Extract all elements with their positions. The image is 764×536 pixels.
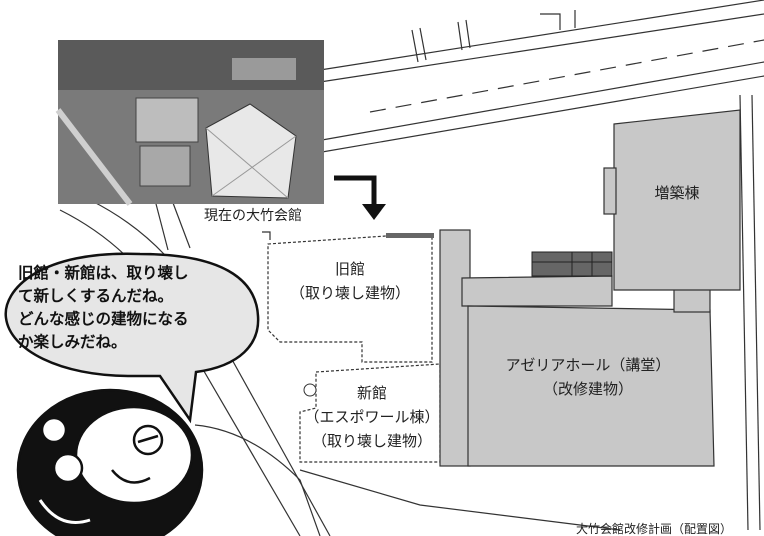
azalea-hall-label-1: アゼリアホール（講堂）	[505, 356, 671, 374]
stair-block	[531, 251, 613, 277]
down-arrow	[334, 175, 386, 220]
aerial-photo	[55, 40, 324, 206]
speech-bubble	[4, 252, 260, 424]
new-hall-label-3: （取り壊し建物）	[311, 432, 432, 450]
new-hall-label-1: 新館	[356, 384, 387, 402]
old-hall-label-2: （取り壊し建物）	[289, 284, 410, 302]
road-lines	[319, 0, 764, 153]
plan-caption: 大竹会館改修計画（配置図）	[576, 522, 733, 536]
speech-line-4: か楽しみだね。	[18, 333, 127, 351]
speech-text: 旧館・新館は、取り壊し て新しくするんだね。 どんな感じの建物になる か楽しみだ…	[18, 262, 248, 354]
old-hall-outline	[267, 235, 433, 363]
speech-line-2: て新しくするんだね。	[18, 287, 174, 305]
speech-line-1: 旧館・新館は、取り壊し	[18, 264, 189, 282]
extension-building	[603, 109, 741, 291]
extension-label: 増築棟	[654, 184, 700, 202]
new-hall-corner-marker	[303, 383, 317, 397]
new-hall-outline	[299, 363, 441, 463]
mascot-illustration	[16, 388, 204, 536]
speech-line-3: どんな感じの建物になる	[18, 310, 189, 328]
old-hall-roof-strip	[386, 233, 434, 238]
azalea-hall-label-2: （改修建物）	[542, 380, 633, 398]
photo-caption: 現在の大竹会館	[204, 208, 302, 224]
old-hall-label-1: 旧館	[334, 260, 365, 278]
site-boundary	[262, 94, 761, 531]
new-hall-label-2: （エスポワール棟）	[304, 408, 440, 426]
